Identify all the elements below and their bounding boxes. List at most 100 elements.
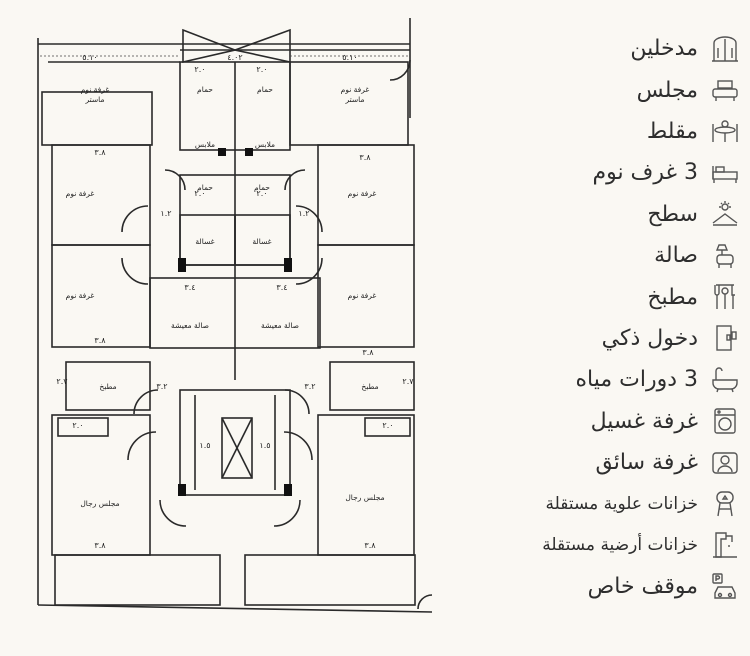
courtyard-left bbox=[54, 554, 221, 606]
room-master-left: غرفة نوم bbox=[81, 85, 110, 94]
room-master-right: غرفة نوم bbox=[341, 85, 370, 94]
feature-driver-room: غرفة سائق bbox=[440, 442, 740, 483]
room-bed-right-1: غرفة نوم bbox=[348, 189, 377, 198]
dim-label: ٣.٢ bbox=[156, 382, 167, 391]
door-swing bbox=[127, 431, 157, 461]
dim-label: ٢.٧ bbox=[402, 377, 414, 386]
room-master-left-sub: ماستر bbox=[85, 95, 105, 104]
bed-icon bbox=[710, 158, 740, 188]
kitchen-left-wall bbox=[65, 361, 151, 411]
feature-label: مطبخ bbox=[647, 284, 698, 310]
door-swing bbox=[295, 205, 323, 233]
feature-bathrooms: 3 دورات مياه bbox=[440, 359, 740, 400]
dim-label: ٢.٠ bbox=[256, 189, 267, 198]
room-majlis-right: مجلس رجال bbox=[345, 493, 384, 502]
dim-label: ١.٢ bbox=[160, 209, 171, 218]
room-dress-left: ملابس bbox=[195, 140, 215, 149]
room-bath-top-left: حمام bbox=[197, 85, 213, 94]
floor-plan: ٥.١٠ ٥.١٠ ٤.٠٢ ٣.٨ ٣.٨ ٣.٨ ٣.٨ ٣.٤ ٣.٤ ٣… bbox=[37, 18, 433, 613]
room-master-right-sub: ماستر bbox=[345, 95, 365, 104]
door-swing bbox=[159, 499, 187, 527]
column bbox=[178, 484, 186, 496]
room-bed-left-1: غرفة نوم bbox=[66, 189, 95, 198]
feature-label: مقلط bbox=[646, 118, 698, 144]
room-laundry-right: غسالة bbox=[252, 237, 271, 246]
room-kitchen-left: مطبخ bbox=[99, 382, 116, 391]
feature-label: 3 دورات مياه bbox=[575, 367, 698, 393]
feature-ground-tanks: خزانات أرضية مستقلة bbox=[440, 525, 740, 566]
dim-label: ٢.٠ bbox=[194, 65, 205, 74]
feature-majlis: مجلس bbox=[440, 69, 740, 110]
dim-label: ١.٥ bbox=[259, 441, 270, 450]
dim-left-room2: ٣.٨ bbox=[94, 336, 106, 345]
dim-right-room2: ٣.٨ bbox=[362, 348, 374, 357]
sofa-icon bbox=[710, 75, 740, 105]
dim-left-room1: ٣.٨ bbox=[94, 148, 106, 157]
feature-roof-tanks: خزانات علوية مستقلة bbox=[440, 483, 740, 524]
living-halls-wall bbox=[149, 277, 321, 349]
room-hall-left: صالة معيشة bbox=[171, 321, 209, 330]
wc-left bbox=[57, 417, 109, 437]
laundry-right-wall bbox=[234, 214, 291, 266]
column bbox=[284, 484, 292, 496]
door-swing bbox=[164, 169, 186, 191]
feature-smart-entry: دخول ذكي bbox=[440, 318, 740, 359]
dim-top-center: ٤.٠٢ bbox=[227, 53, 242, 62]
room-bath-top-right: حمام bbox=[257, 85, 273, 94]
door-swing bbox=[417, 594, 433, 610]
dim-label: ٢.٠ bbox=[194, 189, 205, 198]
room-laundry-left: غسالة bbox=[195, 237, 214, 246]
feature-label: مدخلين bbox=[630, 36, 698, 62]
feature-label: غرفة غسيل bbox=[590, 408, 698, 434]
parking-car-icon bbox=[710, 572, 740, 602]
door-swing bbox=[133, 389, 159, 415]
dim-label: ٢.٠ bbox=[382, 421, 393, 430]
door-swing bbox=[389, 59, 411, 81]
courtyard-right bbox=[244, 554, 416, 606]
entrance-gate-right bbox=[232, 28, 291, 63]
wc-right bbox=[364, 417, 411, 437]
master-left-wall bbox=[41, 91, 153, 146]
entrance-gate-left bbox=[182, 28, 238, 64]
room-bed-right-2: غرفة نوم bbox=[348, 291, 377, 300]
door-swing bbox=[284, 169, 306, 191]
feature-living: صالة bbox=[440, 235, 740, 276]
feature-label: خزانات أرضية مستقلة bbox=[542, 535, 698, 556]
rooftop-sun-icon bbox=[710, 199, 740, 229]
feature-label: 3 غرف نوم bbox=[592, 160, 698, 186]
column bbox=[284, 258, 292, 272]
water-tower-icon bbox=[710, 489, 740, 519]
feature-parking: موقف خاص bbox=[440, 566, 740, 607]
dim-bottom-right: ٣.٨ bbox=[364, 541, 376, 550]
dim-left-hall: ٣.٤ bbox=[184, 283, 195, 292]
kitchen-right-wall bbox=[329, 361, 415, 411]
dim-bottom-left: ٣.٨ bbox=[94, 541, 106, 550]
door-swing bbox=[273, 499, 301, 527]
dim-label: ٢.٠ bbox=[256, 65, 267, 74]
feature-list: مدخلين مجلس مقلط 3 غرف نوم سطح صالة مطبخ… bbox=[440, 28, 740, 607]
door-swing bbox=[284, 389, 310, 415]
room-bed-left-2: غرفة نوم bbox=[66, 291, 95, 300]
dim-top-right: ٥.١٠ bbox=[342, 53, 357, 62]
dim-right-hall: ٣.٤ bbox=[276, 283, 287, 292]
site-bottom-line bbox=[37, 604, 433, 613]
feature-label: مجلس bbox=[636, 77, 698, 103]
armchair-lamp-icon bbox=[710, 241, 740, 271]
double-door-icon bbox=[710, 34, 740, 64]
dim-label: ٢.٠ bbox=[72, 421, 83, 430]
room-hall-right: صالة معيشة bbox=[261, 321, 299, 330]
door-swing bbox=[121, 257, 149, 285]
kitchen-utensils-icon bbox=[710, 282, 740, 312]
room-dress-right: ملابس bbox=[255, 140, 275, 149]
feature-label: دخول ذكي bbox=[601, 325, 698, 351]
feature-label: صالة bbox=[654, 243, 698, 269]
door-swing bbox=[121, 205, 149, 233]
room-bath-mid-right: حمام bbox=[254, 183, 270, 192]
feature-bedrooms: 3 غرف نوم bbox=[440, 152, 740, 193]
bathtub-icon bbox=[710, 365, 740, 395]
room-bath-mid-left: حمام bbox=[197, 183, 213, 192]
driver-room-icon bbox=[710, 448, 740, 478]
feature-kitchen: مطبخ bbox=[440, 276, 740, 317]
dim-right-room1: ٣.٨ bbox=[359, 153, 371, 162]
dim-label: ١.٢ bbox=[298, 209, 309, 218]
